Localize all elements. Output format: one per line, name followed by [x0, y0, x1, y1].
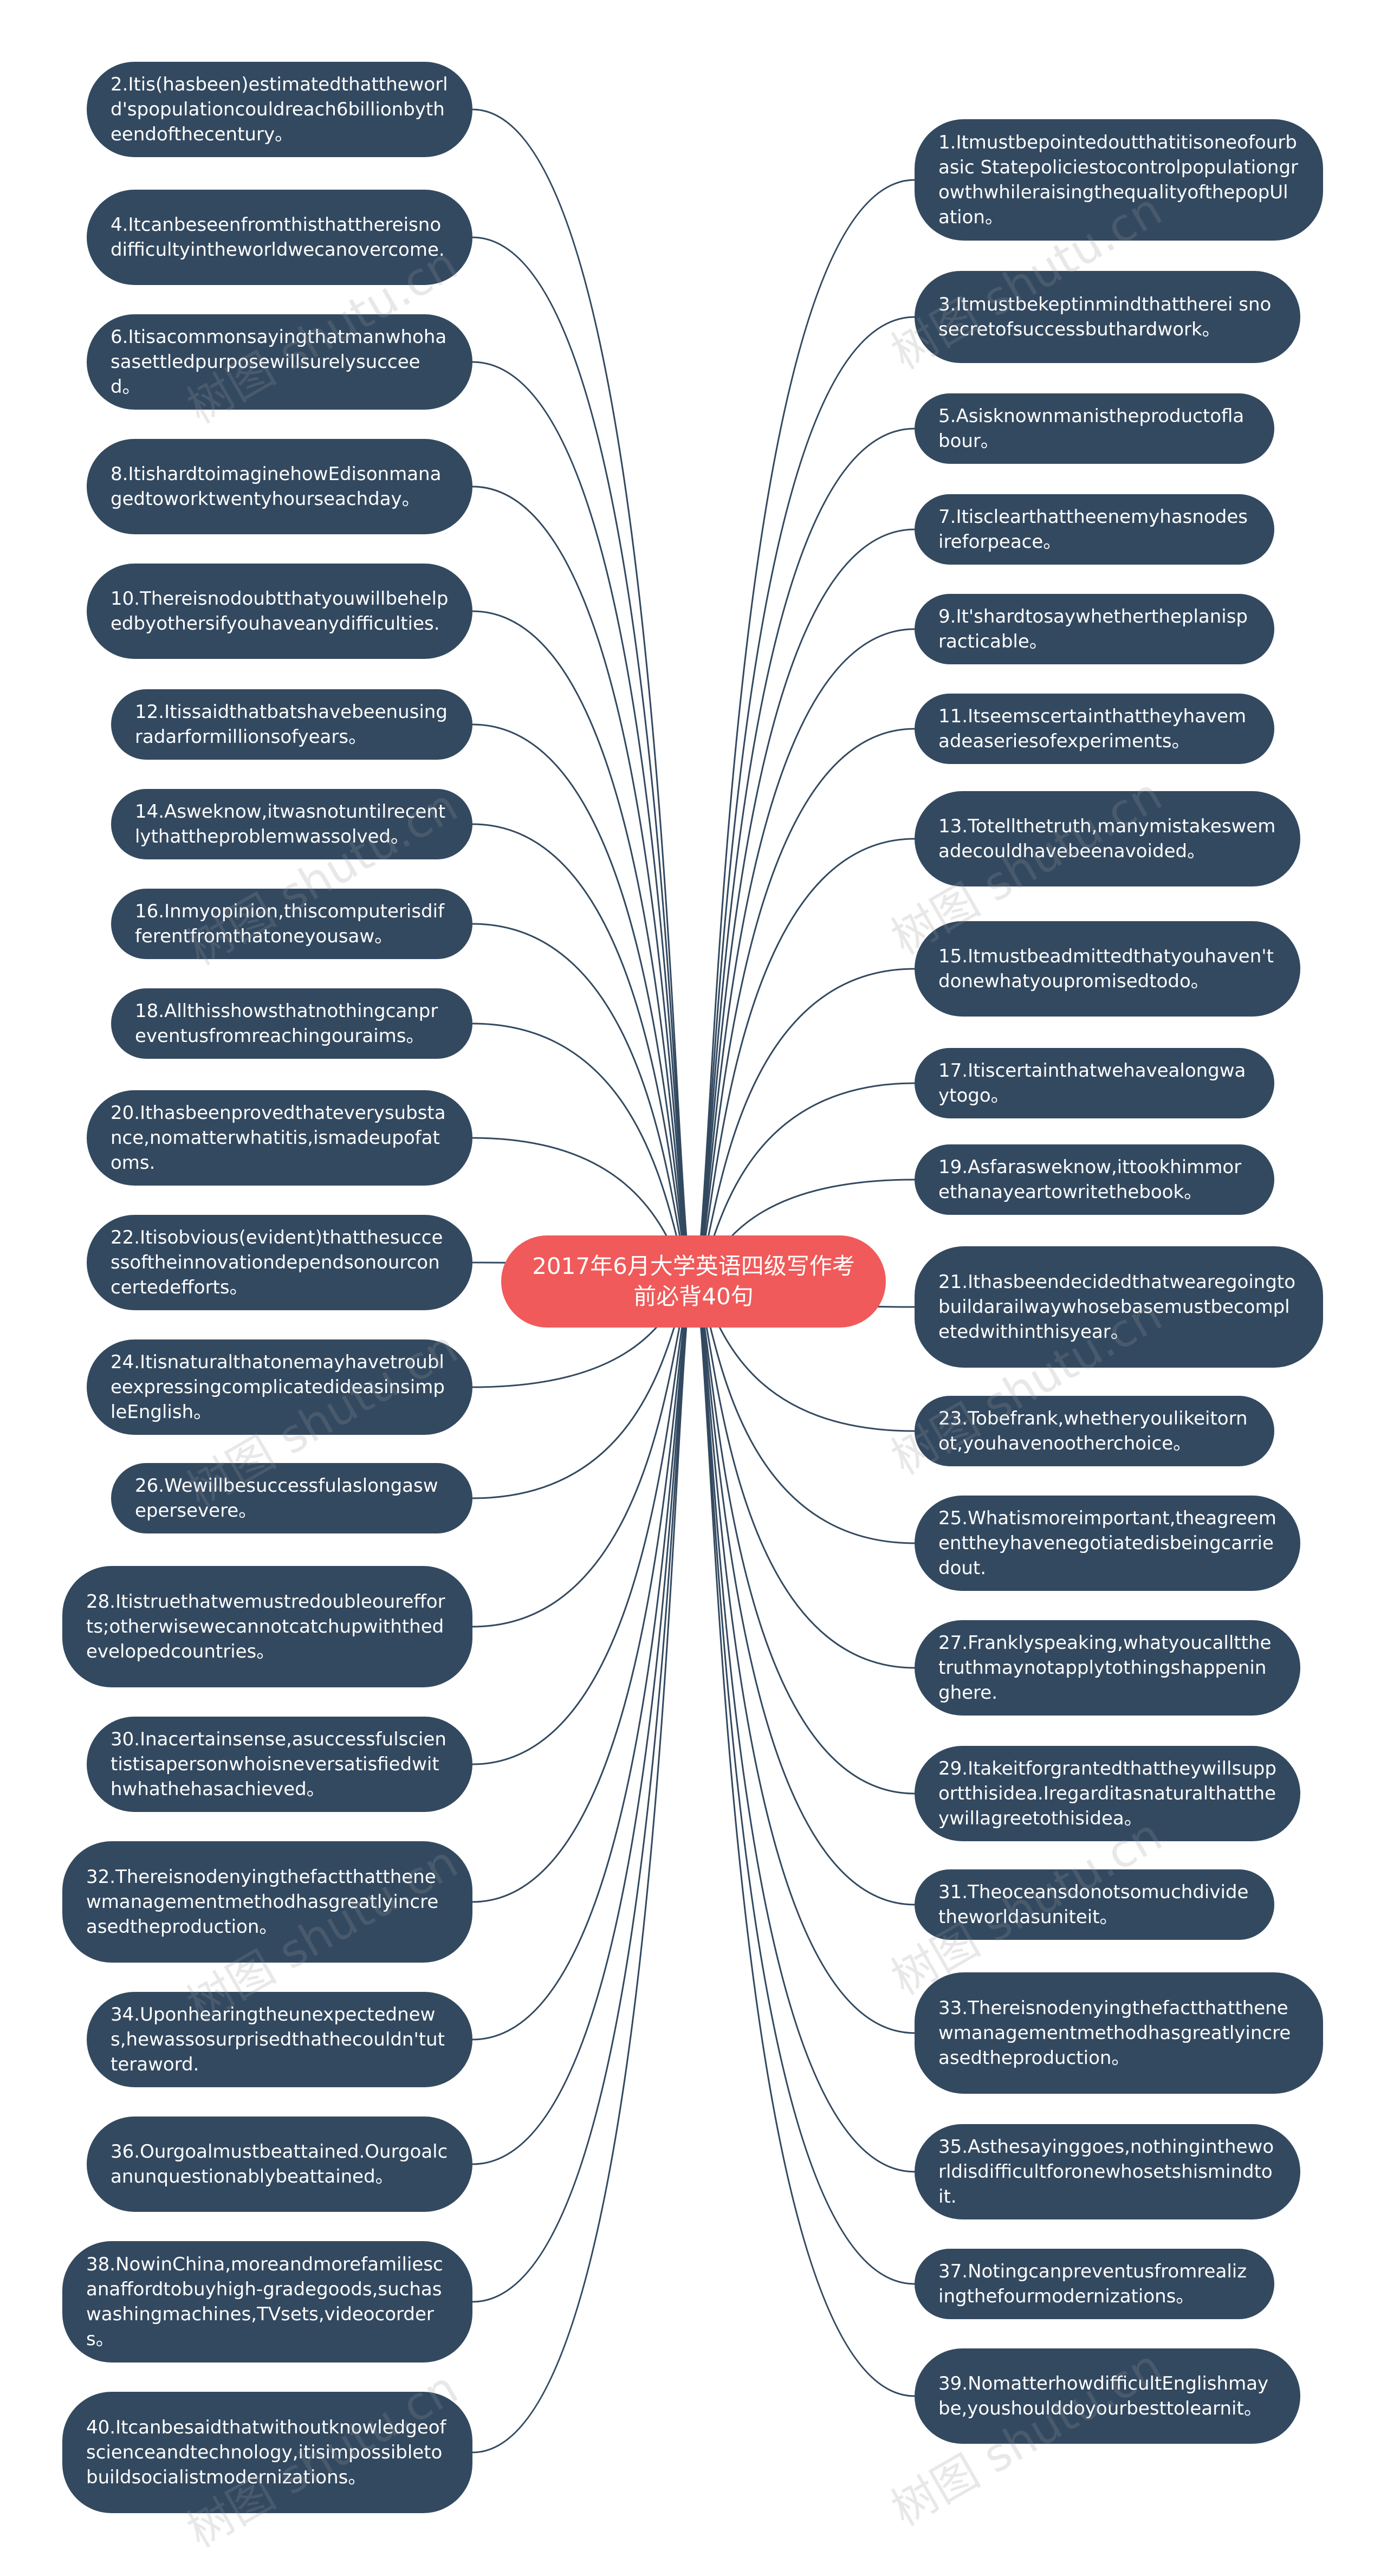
topic-node-39[interactable]: 39.NomatterhowdifficultEnglishmaybe,yous… [915, 2348, 1300, 2444]
topic-node-6[interactable]: 6.Itisacommonsayingthatmanwhohasasettled… [87, 314, 472, 410]
topic-node-11[interactable]: 11.Itseemscertainthattheyhavemadeaseries… [915, 694, 1274, 764]
topic-node-17[interactable]: 17.Itiscertainthatwehavealongwaytogo。 [915, 1048, 1274, 1118]
connector-line-31 [693, 1280, 915, 1906]
topic-node-36[interactable]: 36.Ourgoalmustbeattained.Ourgoalcanunque… [87, 2117, 472, 2212]
topic-node-19[interactable]: 19.Asfarasweknow,ittookhimmorethanayeart… [915, 1144, 1274, 1215]
topic-text: 32.Thereisnodenyingthefactthatthenewmana… [86, 1866, 439, 1938]
topic-node-20[interactable]: 20.Ithasbeenprovedthateverysubstance,nom… [87, 1090, 472, 1186]
topic-text: 40.Itcanbesaidthatwithoutknowledgeofscie… [86, 2417, 446, 2488]
topic-text: 18.Allthisshowsthatnothingcanpreventusfr… [135, 1000, 438, 1047]
topic-node-18[interactable]: 18.Allthisshowsthatnothingcanpreventusfr… [111, 988, 472, 1059]
topic-node-7[interactable]: 7.Itisclearthattheenemyhasnodesireforpea… [915, 494, 1274, 565]
topic-node-37[interactable]: 37.Notingcanpreventusfromrealizingthefou… [915, 2249, 1274, 2319]
topic-node-15[interactable]: 15.Itmustbeadmittedthatyouhaven'tdonewha… [915, 921, 1300, 1017]
topic-text: 12.Itissaidthatbatshavebeenusingradarfor… [135, 701, 448, 748]
topic-text: 13.Totellthetruth,manymistakeswemadecoul… [938, 815, 1276, 862]
topic-text: 21.Ithasbeendecidedthatwearegoingtobuild… [938, 1271, 1296, 1343]
topic-node-21[interactable]: 21.Ithasbeendecidedthatwearegoingtobuild… [915, 1246, 1323, 1368]
connector-line-4 [472, 236, 695, 1283]
topic-node-2[interactable]: 2.Itis(hasbeen)estimatedthattheworld'spo… [87, 62, 472, 157]
topic-text: 34.Uponhearingtheunexpectednews,hewassos… [111, 2004, 445, 2075]
topic-node-22[interactable]: 22.Itisobvious(evident)thatthesuccessoft… [87, 1215, 472, 1310]
topic-node-4[interactable]: 4.Itcanbeseenfromthisthatthereisnodiffic… [87, 190, 472, 285]
connector-line-11 [693, 728, 915, 1283]
topic-text: 35.Asthesayinggoes,nothingintheworldisdi… [938, 2136, 1274, 2208]
topic-node-8[interactable]: 8.ItishardtoimaginehowEdisonmanagedtowor… [87, 439, 472, 534]
topic-text: 11.Itseemscertainthattheyhavemadeaseries… [938, 706, 1247, 752]
topic-text: 7.Itisclearthattheenemyhasnodesireforpea… [938, 506, 1248, 553]
topic-text: 33.Thereisnodenyingthefactthatthenewmana… [938, 1997, 1291, 2069]
topic-node-23[interactable]: 23.Tobefrank,whetheryoulikeitornot,youha… [915, 1396, 1274, 1466]
topic-node-38[interactable]: 38.NowinChina,moreandmorefamiliescanaffo… [62, 2241, 472, 2363]
topic-text: 8.ItishardtoimaginehowEdisonmanagedtowor… [111, 463, 442, 510]
topic-node-12[interactable]: 12.Itissaidthatbatshavebeenusingradarfor… [111, 689, 472, 760]
topic-node-34[interactable]: 34.Uponhearingtheunexpectednews,hewassos… [87, 1992, 472, 2087]
topic-text: 2.Itis(hasbeen)estimatedthattheworld'spo… [111, 74, 448, 145]
topic-text: 25.Whatismoreimportant,theagreementtheyh… [938, 1507, 1276, 1579]
topic-text: 38.NowinChina,moreandmorefamiliescanaffo… [86, 2254, 443, 2350]
topic-text: 19.Asfarasweknow,ittookhimmorethanayeart… [938, 1156, 1242, 1203]
topic-text: 37.Notingcanpreventusfromrealizingthefou… [938, 2261, 1247, 2307]
topic-text: 36.Ourgoalmustbeattained.Ourgoalcanunque… [111, 2141, 448, 2187]
connector-line-39 [692, 1280, 915, 2397]
topic-text: 29.Itakeitforgrantedthattheywillsupportt… [938, 1758, 1276, 1829]
connector-line-8 [472, 486, 695, 1283]
topic-node-29[interactable]: 29.Itakeitforgrantedthattheywillsupportt… [915, 1746, 1300, 1841]
connector-line-3 [692, 316, 915, 1283]
topic-text: 31.Theoceansdonotsomuchdividetheworldasu… [938, 1881, 1249, 1928]
topic-node-28[interactable]: 28.Itistruethatwemustredoubleourefforts;… [62, 1566, 472, 1687]
connector-line-32 [472, 1280, 694, 1903]
topic-text: 20.Ithasbeenprovedthateverysubstance,nom… [111, 1102, 446, 1174]
topic-text: 9.It'shardtosaywhethertheplanispracticab… [938, 606, 1248, 652]
topic-text: 10.Thereisnodoubtthatyouwillbehelpedbyot… [111, 588, 449, 635]
connector-line-12 [472, 723, 694, 1283]
central-topic-label: 2017年6月大学英语四级写作考前必背40句 [532, 1253, 855, 1310]
topic-node-16[interactable]: 16.Inmyopinion,thiscomputerisdifferentfr… [111, 889, 472, 959]
topic-node-30[interactable]: 30.Inacertainsense,asuccessfulscientisti… [87, 1717, 472, 1812]
topic-text: 1.Itmustbepointedoutthatitisoneofourbasi… [938, 132, 1299, 228]
topic-text: 39.NomatterhowdifficultEnglishmaybe,yous… [938, 2373, 1269, 2419]
topic-text: 5.Asisknownmanistheproductoflabour。 [938, 405, 1245, 452]
connector-line-38 [472, 1280, 695, 2303]
topic-node-33[interactable]: 33.Thereisnodenyingthefactthatthenewmana… [915, 1972, 1323, 2094]
topic-text: 16.Inmyopinion,thiscomputerisdifferentfr… [135, 901, 445, 947]
topic-node-25[interactable]: 25.Whatismoreimportant,theagreementtheyh… [915, 1496, 1300, 1591]
topic-node-27[interactable]: 27.Franklyspeaking,whatyoucalltthetruthm… [915, 1620, 1300, 1716]
topic-text: 17.Itiscertainthatwehavealongwaytogo。 [938, 1060, 1246, 1106]
topic-text: 28.Itistruethatwemustredoubleourefforts;… [86, 1591, 445, 1662]
topic-node-24[interactable]: 24.Itisnaturalthatonemayhavetroubleexpre… [87, 1339, 472, 1435]
connector-line-33 [692, 1280, 915, 2034]
topic-text: 14.Asweknow,itwasnotuntilrecentlythatthe… [135, 801, 446, 847]
connector-line-40 [472, 1280, 695, 2454]
connector-line-34 [472, 1280, 695, 2041]
topic-node-31[interactable]: 31.Theoceansdonotsomuchdividetheworldasu… [915, 1869, 1274, 1940]
topic-text: 6.Itisacommonsayingthatmanwhohasasettled… [111, 326, 447, 398]
topic-text: 3.Itmustbekeptinmindthattherei snosecret… [938, 294, 1272, 340]
topic-node-13[interactable]: 13.Totellthetruth,manymistakeswemadecoul… [915, 791, 1300, 886]
topic-text: 4.Itcanbeseenfromthisthatthereisnodiffic… [111, 214, 445, 261]
topic-text: 24.Itisnaturalthatonemayhavetroubleexpre… [111, 1351, 445, 1423]
connector-line-15 [693, 968, 915, 1283]
topic-node-5[interactable]: 5.Asisknownmanistheproductoflabour。 [915, 393, 1274, 464]
connector-line-1 [692, 179, 915, 1283]
topic-text: 23.Tobefrank,whetheryoulikeitornot,youha… [938, 1408, 1248, 1454]
topic-text: 26.Wewillbesuccessfulaslongaswepersevere… [135, 1475, 438, 1522]
topic-node-32[interactable]: 32.Thereisnodenyingthefactthatthenewmana… [62, 1841, 472, 1963]
topic-node-1[interactable]: 1.Itmustbepointedoutthatitisoneofourbasi… [915, 119, 1323, 241]
topic-text: 22.Itisobvious(evident)thatthesuccessoft… [111, 1227, 443, 1298]
topic-text: 27.Franklyspeaking,whatyoucalltthetruthm… [938, 1632, 1272, 1704]
topic-text: 15.Itmustbeadmittedthatyouhaven'tdonewha… [938, 946, 1274, 992]
central-topic[interactable]: 2017年6月大学英语四级写作考前必背40句 [501, 1235, 886, 1328]
topic-node-3[interactable]: 3.Itmustbekeptinmindthattherei snosecret… [915, 271, 1300, 363]
topic-node-40[interactable]: 40.Itcanbesaidthatwithoutknowledgeofscie… [62, 2392, 472, 2513]
topic-text: 30.Inacertainsense,asuccessfulscientisti… [111, 1729, 446, 1800]
topic-node-14[interactable]: 14.Asweknow,itwasnotuntilrecentlythatthe… [111, 789, 472, 859]
topic-node-26[interactable]: 26.Wewillbesuccessfulaslongaswepersevere… [111, 1463, 472, 1533]
topic-node-35[interactable]: 35.Asthesayinggoes,nothingintheworldisdi… [915, 2124, 1300, 2219]
topic-node-9[interactable]: 9.It'shardtosaywhethertheplanispracticab… [915, 594, 1274, 664]
topic-node-10[interactable]: 10.Thereisnodoubtthatyouwillbehelpedbyot… [87, 564, 472, 659]
connector-line-14 [472, 823, 694, 1283]
